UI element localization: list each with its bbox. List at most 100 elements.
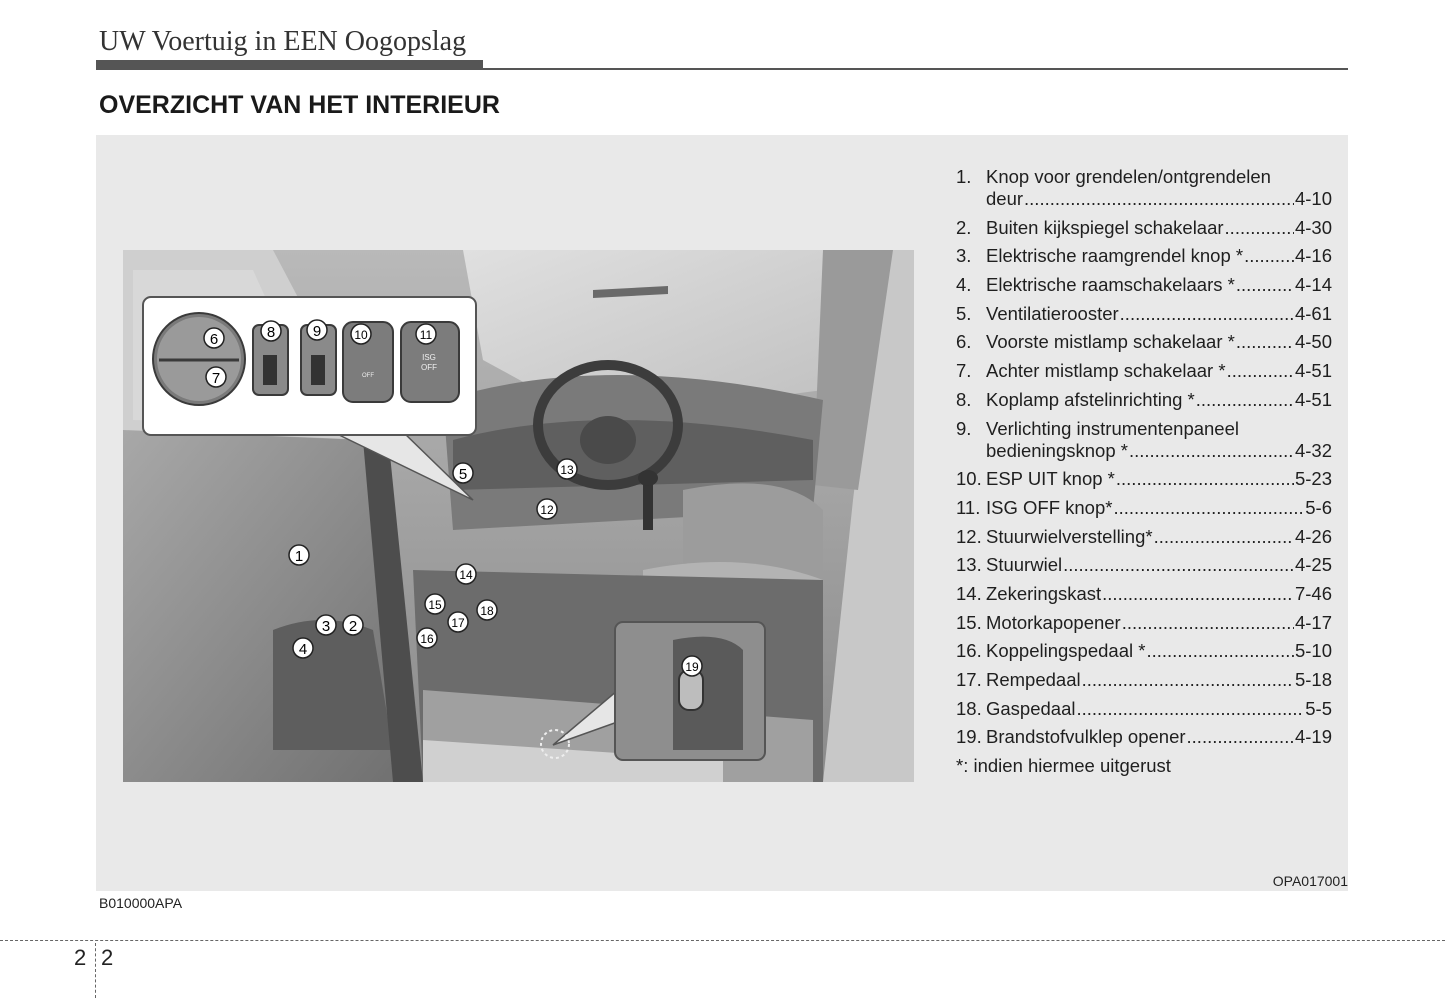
callout-14: 14 [456,564,476,584]
list-item-number: 10. [956,468,986,490]
list-item-page: 4-50 [1295,331,1332,353]
list-item-number: 15. [956,612,986,634]
svg-text:15: 15 [428,598,442,612]
list-item-label: Brandstofvulklep opener [986,726,1186,748]
callout-15: 15 [425,594,445,614]
list-item-page: 5-23 [1295,468,1332,490]
list-item-page: 4-30 [1295,217,1332,239]
svg-text:5: 5 [459,466,467,483]
list-item-page: 5-6 [1305,497,1332,519]
dot-leader [1146,640,1294,662]
list-item-page: 4-19 [1295,726,1332,748]
list-item: 10.ESP UIT knop * 5-23 [956,468,1332,490]
list-item-number: 13. [956,554,986,576]
callout-1: 1 [289,545,309,565]
list-item: 14.Zekeringskast7-46 [956,583,1332,605]
list-item-label: Voorste mistlamp schakelaar * [986,331,1235,353]
list-item-page: 4-10 [1295,188,1332,210]
list-item: 15.Motorkapopener4-17 [956,612,1332,634]
list-item-page: 4-17 [1295,612,1332,634]
list-item-label: Stuurwielverstelling* [986,526,1153,548]
esp-off-label: OFF [362,373,374,379]
list-item-label-line1: Knop voor grendelen/ontgrendelen [986,166,1332,188]
svg-text:16: 16 [420,632,434,646]
callout-8: 8 [261,321,281,341]
svg-text:7: 7 [212,370,220,387]
list-item-page: 4-25 [1295,554,1332,576]
callout-17: 17 [448,612,468,632]
svg-text:8: 8 [267,324,275,341]
list-item-number: 2. [956,217,986,239]
list-item-label: Elektrische raamschakelaars * [986,274,1235,296]
list-item: 3.Elektrische raamgrendel knop * 4-16 [956,245,1332,267]
list-item: 17.Rempedaal5-18 [956,669,1332,691]
list-item-page: 5-18 [1295,669,1332,691]
list-item-label: Elektrische raamgrendel knop * [986,245,1243,267]
svg-text:14: 14 [459,568,473,582]
footnote: *: indien hiermee uitgerust [956,755,1332,777]
list-item-label: Buiten kijkspiegel schakelaar [986,217,1224,239]
header-rule [96,68,1348,70]
callout-6: 6 [204,328,224,348]
list-item-number: 3. [956,245,986,267]
list-item: 7.Achter mistlamp schakelaar *4-51 [956,360,1332,382]
dot-leader [1236,274,1294,296]
list-item-label-line1: Verlichting instrumentenpaneel [986,418,1332,440]
footer-rule [0,940,1445,941]
dot-leader [1120,303,1294,325]
list-item: 4.Elektrische raamschakelaars *4-14 [956,274,1332,296]
list-item-number: 16. [956,640,986,662]
list-item: 12.Stuurwielverstelling*4-26 [956,526,1332,548]
list-item-label: ESP UIT knop * [986,468,1115,490]
svg-text:19: 19 [685,660,699,674]
list-item-number: 4. [956,274,986,296]
svg-text:6: 6 [210,331,218,348]
list-item-page: 4-51 [1295,360,1332,382]
callout-4: 4 [293,638,313,658]
list-item-page: 4-61 [1295,303,1332,325]
dot-leader [1244,245,1294,267]
dot-leader [1187,726,1294,748]
list-item-number: 5. [956,303,986,325]
list-item-number: 8. [956,389,986,411]
list-item: 6.Voorste mistlamp schakelaar *4-50 [956,331,1332,353]
list-item: 19.Brandstofvulklep opener 4-19 [956,726,1332,748]
list-item-page: 7-46 [1295,583,1332,605]
callout-18: 18 [477,600,497,620]
callout-12: 12 [537,499,557,519]
svg-text:17: 17 [451,616,465,630]
page-separator [95,943,96,998]
list-item-number: 11. [956,497,986,519]
list-item-page: 4-16 [1295,245,1332,267]
callout-13: 13 [557,459,577,479]
svg-text:18: 18 [480,604,494,618]
callout-3: 3 [316,615,336,635]
list-item-number: 17. [956,669,986,691]
dot-leader [1082,669,1294,691]
list-item-page: 4-26 [1295,526,1332,548]
svg-text:13: 13 [560,463,574,477]
dot-leader [1129,440,1294,462]
svg-text:1: 1 [295,548,303,565]
callout-2: 2 [343,615,363,635]
list-item: 2.Buiten kijkspiegel schakelaar 4-30 [956,217,1332,239]
list-item: 1.Knop voor grendelen/ontgrendelendeur4-… [956,166,1332,210]
list-item-page: 4-51 [1295,389,1332,411]
list-item-page: 5-10 [1295,640,1332,662]
list-item-label: bedieningsknop * [986,440,1128,462]
list-item-label: Ventilatierooster [986,303,1119,325]
dot-leader [1024,188,1294,210]
callout-7: 7 [206,367,226,387]
list-item-label: ISG OFF knop* [986,497,1112,519]
callout-11: 11 [416,324,436,344]
isg-off-label: OFF [421,363,437,372]
isg-label: ISG [422,353,436,362]
dot-leader [1225,217,1294,239]
callout-9: 9 [307,320,327,340]
dot-leader [1236,331,1294,353]
svg-text:4: 4 [299,641,307,658]
list-item: 16.Koppelingspedaal *5-10 [956,640,1332,662]
svg-text:9: 9 [313,323,321,340]
page-number: 2 [101,945,113,971]
list-item-number: 19. [956,726,986,748]
